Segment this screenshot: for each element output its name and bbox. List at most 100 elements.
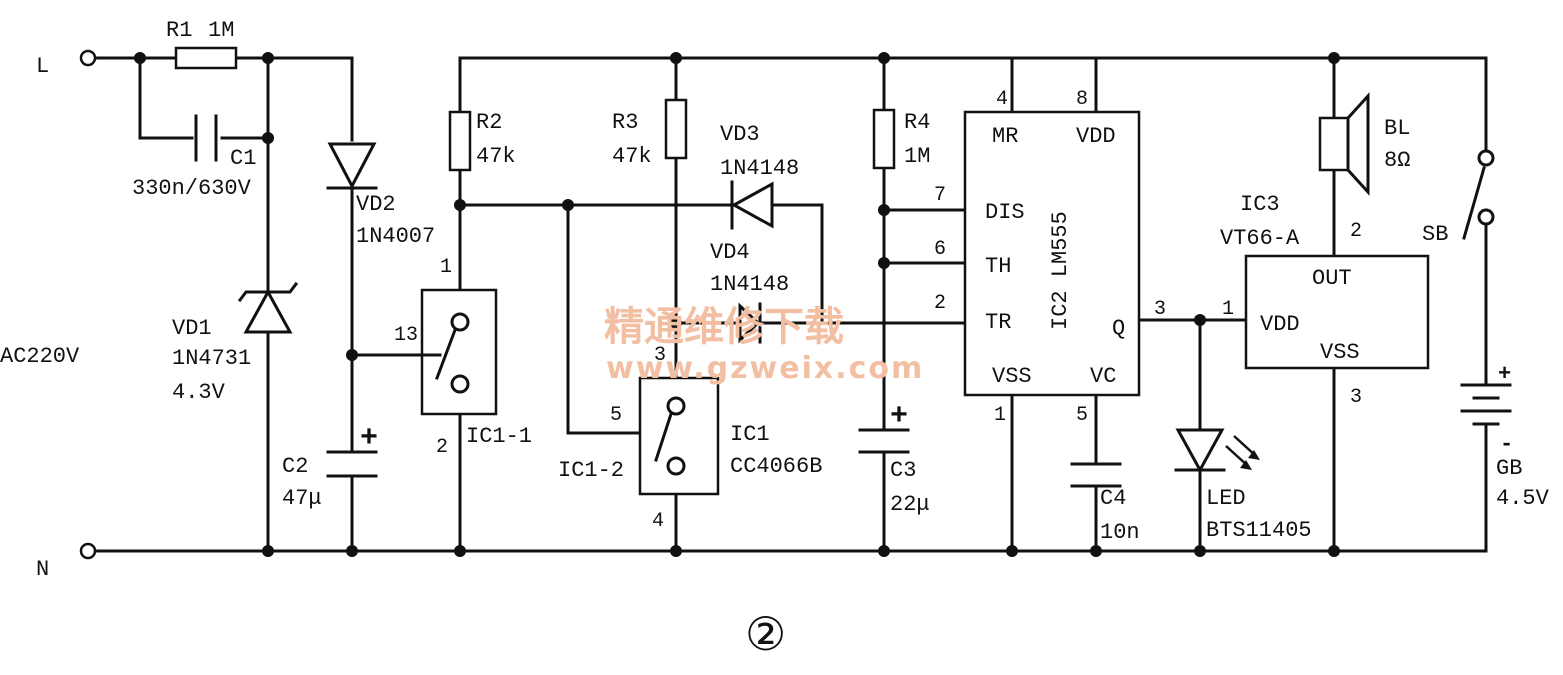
c4-value: 10n bbox=[1100, 520, 1140, 545]
figure-number: ② bbox=[745, 607, 786, 661]
sb-name: SB bbox=[1422, 222, 1448, 247]
diode-vd3: VD3 1N4148 bbox=[720, 122, 799, 230]
r1-name: R1 bbox=[166, 18, 192, 43]
resistor-r3: R3 47k bbox=[612, 98, 688, 169]
vd3-name: VD3 bbox=[720, 122, 760, 147]
ic1-1-label: IC1-1 bbox=[466, 424, 532, 449]
ic1-1-pin2: 2 bbox=[436, 436, 448, 459]
r4-name: R4 bbox=[904, 110, 930, 135]
switch-ic1-1: 1 13 2 IC1-1 bbox=[394, 256, 532, 459]
ic2-pin6: 6 bbox=[934, 238, 946, 261]
ic1-2-pin3: 3 bbox=[654, 344, 666, 367]
ic2-lm555: MR VDD DIS TH TR Q VSS VC IC2 LM555 4 8 … bbox=[934, 88, 1166, 427]
diode-vd2: VD2 1N4007 bbox=[326, 142, 435, 249]
ic2-pin-mr: MR bbox=[992, 124, 1018, 149]
watermark: 精通维修下载 www.gzweix.com bbox=[604, 304, 924, 386]
terminal-n: N bbox=[36, 542, 97, 582]
terminal-l: L bbox=[36, 49, 97, 79]
ic2-pin7: 7 bbox=[934, 184, 946, 207]
ic2-pin4: 4 bbox=[996, 88, 1008, 111]
ic2-pin-vdd: VDD bbox=[1076, 124, 1116, 149]
c1-value: 330n/630V bbox=[132, 176, 252, 201]
r2-value: 47k bbox=[476, 144, 516, 169]
ic3-vt66a: OUT VDD VSS IC3 VT66-A 2 1 3 bbox=[1220, 192, 1430, 409]
switch-sb: SB bbox=[1422, 149, 1495, 247]
ic2-pin8: 8 bbox=[1076, 88, 1088, 111]
vd3-part: 1N4148 bbox=[720, 156, 799, 181]
c2-value: 47μ bbox=[282, 486, 322, 511]
ic2-pin-dis: DIS bbox=[985, 200, 1025, 225]
ic3-name: IC3 bbox=[1240, 192, 1280, 217]
ic2-pin-th: TH bbox=[985, 254, 1011, 279]
ic2-pin-q: Q bbox=[1112, 316, 1125, 341]
resistor-r1: R1 1M bbox=[166, 18, 238, 70]
ic3-part: VT66-A bbox=[1220, 226, 1300, 251]
led-name: LED bbox=[1206, 486, 1246, 511]
c1-name: C1 bbox=[230, 146, 256, 171]
ic1-2-pin5: 5 bbox=[610, 404, 622, 427]
r3-name: R3 bbox=[612, 110, 638, 135]
capacitor-c1: C1 330n/630V bbox=[132, 114, 256, 201]
c3-value: 22μ bbox=[890, 492, 930, 517]
ic1-1-pin13: 13 bbox=[394, 324, 418, 347]
c3-name: C3 bbox=[890, 458, 916, 483]
c3-plus: + bbox=[890, 400, 908, 434]
ic3-pin1: 1 bbox=[1222, 298, 1234, 321]
watermark-cn: 精通维修下载 bbox=[604, 304, 844, 350]
ic1-name: IC1 bbox=[730, 422, 770, 447]
capacitor-c4: C4 10n bbox=[1070, 462, 1140, 545]
ic1-2-label: IC1-2 bbox=[558, 458, 624, 483]
led-part: BTS11405 bbox=[1206, 518, 1312, 543]
ic2-pin2: 2 bbox=[934, 292, 946, 315]
r1-value: 1M bbox=[208, 18, 234, 43]
gb-value: 4.5V bbox=[1496, 486, 1550, 511]
vd1-name: VD1 bbox=[172, 316, 212, 341]
terminal-l-label: L bbox=[36, 54, 49, 79]
resistor-r4: R4 1M bbox=[872, 108, 930, 170]
ic2-pin5: 5 bbox=[1076, 404, 1088, 427]
resistor-r2: R2 47k bbox=[448, 110, 516, 172]
gb-name: GB bbox=[1496, 456, 1522, 481]
c2-plus: + bbox=[360, 422, 378, 456]
ic1-1-pin1: 1 bbox=[440, 256, 452, 279]
ic3-pin-vdd: VDD bbox=[1260, 312, 1300, 337]
switch-ic1-2: 3 5 4 IC1-2 IC1 CC4066B bbox=[558, 344, 822, 533]
vd2-name: VD2 bbox=[356, 192, 396, 217]
battery-gb: + - GB 4.5V bbox=[1460, 362, 1550, 511]
capacitor-c3: + C3 22μ bbox=[858, 400, 930, 517]
r4-value: 1M bbox=[904, 144, 930, 169]
terminal-n-label: N bbox=[36, 557, 49, 582]
ic2-pin-vss: VSS bbox=[992, 364, 1032, 389]
vd1-value: 4.3V bbox=[172, 380, 226, 405]
bl-name: BL bbox=[1384, 116, 1410, 141]
r2-name: R2 bbox=[476, 110, 502, 135]
bl-value: 8Ω bbox=[1384, 148, 1410, 173]
vd2-part: 1N4007 bbox=[356, 224, 435, 249]
ic1-part: CC4066B bbox=[730, 454, 822, 479]
ic1-2-pin4: 4 bbox=[652, 510, 664, 533]
vd4-name: VD4 bbox=[710, 240, 750, 265]
ic3-pin3: 3 bbox=[1350, 386, 1362, 409]
ic2-name: IC2 LM555 bbox=[1048, 211, 1073, 330]
watermark-url: www.gzweix.com bbox=[606, 351, 924, 386]
c2-name: C2 bbox=[282, 454, 308, 479]
r3-value: 47k bbox=[612, 144, 652, 169]
ic2-pin1: 1 bbox=[994, 404, 1006, 427]
vd4-part: 1N4148 bbox=[710, 272, 789, 297]
capacitor-c2: + C2 47μ bbox=[282, 422, 378, 511]
ac-source-label: AC220V bbox=[0, 344, 80, 369]
diode-vd4: VD4 1N4148 bbox=[710, 240, 789, 344]
zener-vd1: VD1 1N4731 4.3V bbox=[172, 281, 299, 405]
ic3-pin-vss: VSS bbox=[1320, 340, 1360, 365]
vd1-part: 1N4731 bbox=[172, 346, 251, 371]
gb-minus: - bbox=[1500, 432, 1513, 457]
ic2-pin3: 3 bbox=[1154, 298, 1166, 321]
ic2-pin-vc: VC bbox=[1090, 364, 1116, 389]
speaker-bl: BL 8Ω bbox=[1318, 92, 1410, 196]
ic3-pin2: 2 bbox=[1350, 220, 1362, 243]
led: LED BTS11405 bbox=[1174, 428, 1312, 543]
c4-name: C4 bbox=[1100, 486, 1126, 511]
junction-dots bbox=[134, 52, 1340, 557]
ic3-pin-out: OUT bbox=[1312, 266, 1352, 291]
